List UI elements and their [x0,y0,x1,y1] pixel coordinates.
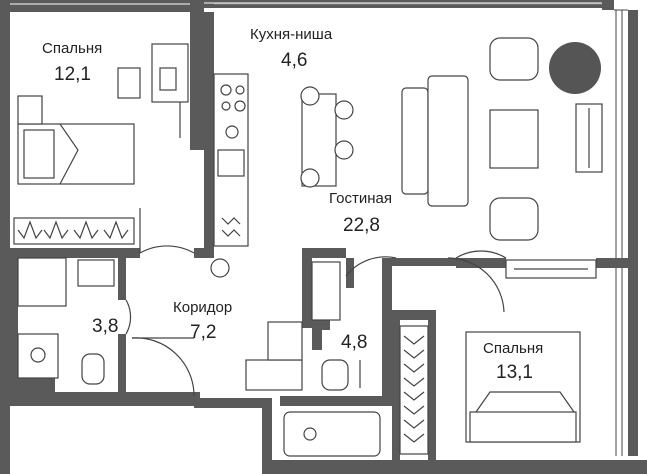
kitchen-furniture [210,73,354,278]
hall-fixtures [245,321,303,391]
living-name: Гостиная [329,190,392,207]
bedroom-1-area: 12,1 [54,64,91,85]
windows [10,2,628,456]
bedroom-2-furniture [399,325,581,455]
corridor-area: 7,2 [190,322,216,343]
living-furniture [401,37,603,279]
room-labels: Спальня 12,1 Кухня-ниша 4,6 Гостиная 22,… [42,26,543,383]
interior-walls [10,12,628,460]
living-area: 22,8 [343,215,380,236]
bedroom-1-furniture [13,43,189,245]
bathroom-2-area: 4,8 [341,332,367,353]
corridor-name: Коридор [173,299,232,316]
bathroom-2-fixtures [283,261,381,457]
bedroom-1-name: Спальня [42,40,102,57]
accent-circle [549,42,601,94]
bedroom-2-name: Спальня [483,340,543,357]
bathroom-1-area: 3,8 [92,316,118,337]
kitchen-name: Кухня-ниша [250,26,333,43]
bathroom-1-fixtures [17,257,115,385]
doors [125,208,507,397]
kitchen-area: 4,6 [281,50,307,71]
bedroom-2-area: 13,1 [496,362,533,383]
